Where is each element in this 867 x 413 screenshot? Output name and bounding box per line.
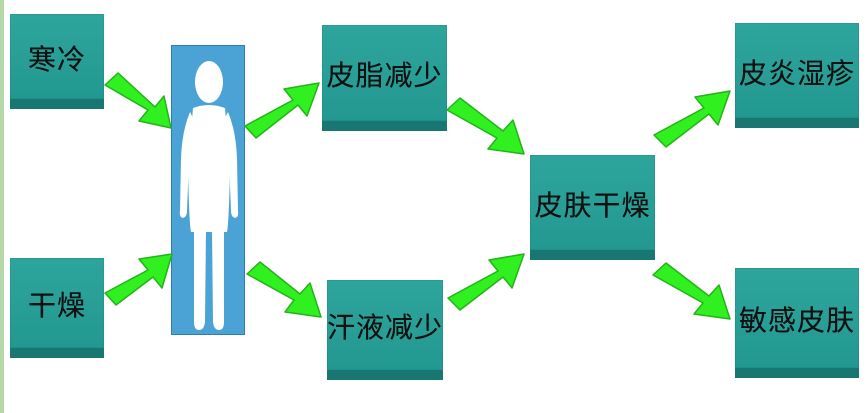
sebum-decrease-box: 皮脂减少 — [322, 25, 447, 131]
arrow-sebum-to-skin-dry-icon — [446, 97, 525, 155]
sebum-decrease-label: 皮脂减少 — [326, 59, 443, 92]
arrow-skin-dry-to-dermatitis-icon — [653, 90, 731, 148]
left-accent-strip — [0, 0, 4, 413]
arrow-cold-to-person-icon — [104, 72, 172, 129]
sweat-decrease-box: 汗液减少 — [327, 280, 443, 380]
dermatitis-eczema-box: 皮炎湿疹 — [735, 23, 859, 128]
arrow-sweat-to-skin-dry-icon — [447, 253, 525, 311]
cause-cold-label: 寒冷 — [27, 42, 86, 76]
arrow-person-to-sweat-icon — [246, 261, 322, 318]
sweat-decrease-label: 汗液减少 — [327, 311, 444, 344]
person-icon — [179, 61, 239, 330]
cause-dry-box: 干燥 — [10, 258, 104, 358]
skin-dry-box: 皮肤干燥 — [530, 155, 655, 260]
sensitive-skin-box: 敏感皮肤 — [735, 268, 859, 378]
arrow-dry-to-person-icon — [104, 253, 173, 306]
cause-cold-box: 寒冷 — [10, 14, 104, 109]
arrow-person-to-sebum-icon — [244, 82, 320, 139]
dermatitis-eczema-label: 皮炎湿疹 — [738, 56, 855, 90]
person-card — [171, 45, 245, 335]
sensitive-skin-label: 敏感皮肤 — [738, 304, 855, 337]
cause-dry-label: 干燥 — [27, 289, 86, 322]
skin-dry-label: 皮肤干燥 — [534, 188, 651, 222]
arrow-skin-dry-to-sensitive-icon — [652, 262, 731, 320]
